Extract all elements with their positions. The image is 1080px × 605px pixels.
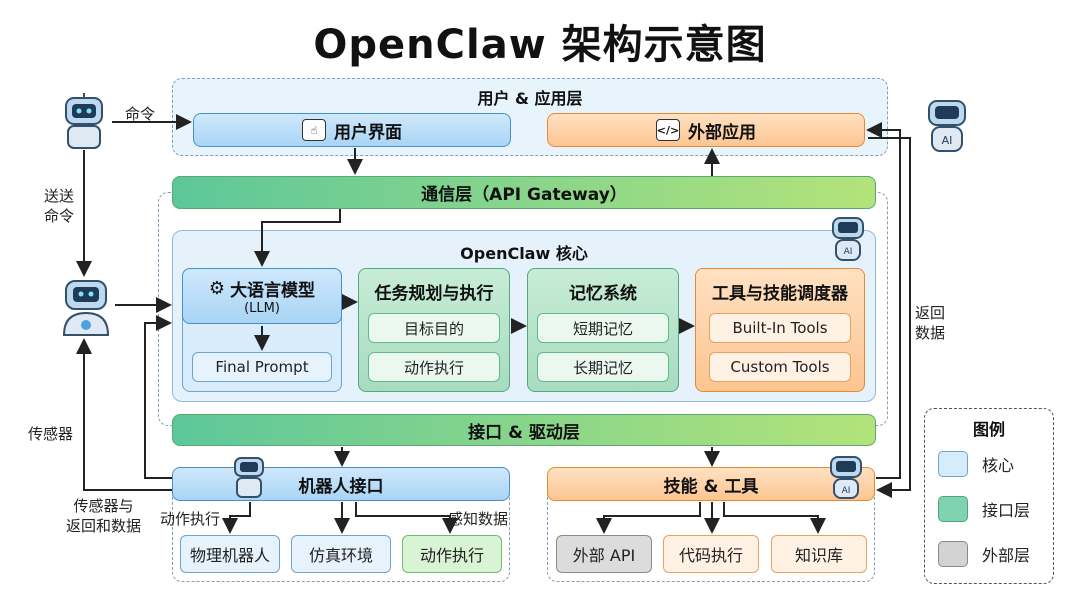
return-data-annotation: 返回 数据: [915, 304, 946, 343]
ai-robot-icon-core: AI: [828, 212, 868, 262]
robot-icon-top-left-svg: [65, 93, 103, 149]
openai-icon: ⚙: [208, 278, 226, 299]
send-command-annotation: 送送 命令: [44, 187, 75, 226]
ai-badge-text-1: AI: [942, 134, 953, 147]
robot-icon-robot-interface: [230, 453, 268, 499]
goal-box[interactable]: 目标目的: [368, 313, 500, 343]
knowledge-base-box[interactable]: 知识库: [771, 535, 867, 573]
legend-swatch-core: [938, 451, 968, 477]
sensors-arrow: [76, 338, 172, 491]
robot-icon-middle-left: [58, 275, 114, 337]
page-title: OpenClaw 架构示意图: [313, 22, 767, 68]
robot-interface-feedback-arrow: [144, 315, 172, 479]
robot-icon-robot-interface-svg: [234, 457, 264, 498]
robot-interface-box[interactable]: 机器人接口: [172, 467, 510, 501]
command-annotation: 命令: [125, 105, 156, 123]
to-physical-robot-arrow: [222, 502, 251, 534]
user-app-layer-label: 用户 & 应用层: [477, 89, 583, 108]
legend-swatch-external: [938, 541, 968, 567]
skills-tools-label: 技能 & 工具: [663, 476, 759, 497]
long-term-memory-box[interactable]: 长期记忆: [537, 352, 669, 382]
comm-to-llm-arrow: [254, 209, 341, 267]
llm-box[interactable]: ⚙ 大语言模型 (LLM): [182, 268, 342, 324]
legend-label-interface: 接口层: [982, 501, 1031, 520]
ai-robot-icon-core-svg: AI: [832, 217, 864, 261]
driver-layer-label: 接口 & 驱动层: [468, 422, 580, 443]
custom-tools-box[interactable]: Custom Tools: [709, 352, 851, 382]
legend-label-external: 外部层: [982, 546, 1031, 565]
memory-title: 记忆系统: [569, 284, 637, 304]
action-exec-box[interactable]: 动作执行: [368, 352, 500, 382]
sense-data-annotation: 感知数据: [448, 510, 509, 528]
legend-title: 图例: [972, 420, 1005, 439]
return-data-arrow: [866, 122, 901, 479]
ai-robot-icon-top-right-svg: AI: [928, 100, 966, 152]
communication-layer-bar: 通信层（API Gateway）: [172, 176, 876, 209]
short-term-memory-box[interactable]: 短期记忆: [537, 313, 669, 343]
sensor-return-annotation: 传感器与 返回和数据: [66, 497, 142, 536]
core-label: OpenClaw 核心: [460, 244, 588, 263]
driver-layer-bar: 接口 & 驱动层: [172, 414, 876, 446]
robot-action-exec-box[interactable]: 动作执行: [402, 535, 502, 573]
llm-title: 大语言模型: [230, 281, 316, 301]
external-app-box[interactable]: </> 外部应用: [547, 113, 865, 147]
user-interface-label: 用户界面: [334, 122, 402, 143]
legend-panel: [924, 408, 1054, 584]
robot-icon-top-left: [58, 92, 110, 150]
action-exec-annotation: 动作执行: [160, 510, 221, 528]
robot-interface-label: 机器人接口: [298, 476, 384, 497]
code-exec-box[interactable]: 代码执行: [663, 535, 759, 573]
external-app-label: 外部应用: [688, 122, 756, 143]
ai-robot-icon-top-right: AI: [922, 93, 972, 153]
to-knowledge-base-arrow: [723, 502, 826, 534]
to-action-exec-arrow: [355, 502, 458, 534]
planning-title: 任务规划与执行: [374, 284, 494, 304]
external-to-skills-arrow: [868, 137, 911, 498]
to-external-api-arrow: [596, 502, 701, 534]
user-interface-box[interactable]: ☝ 用户界面: [193, 113, 511, 147]
communication-layer-label: 通信层（API Gateway）: [421, 185, 627, 205]
legend-swatch-interface: [938, 496, 968, 522]
skills-tools-box[interactable]: 技能 & 工具: [547, 467, 875, 501]
ai-badge-text-3: AI: [842, 486, 851, 496]
llm-subtitle: (LLM): [244, 301, 280, 316]
external-api-box[interactable]: 外部 API: [556, 535, 652, 573]
ai-robot-icon-skills-svg: AI: [830, 456, 862, 499]
simulation-env-box[interactable]: 仿真环境: [291, 535, 391, 573]
legend-label-core: 核心: [982, 456, 1015, 475]
final-prompt-box[interactable]: Final Prompt: [192, 352, 332, 382]
builtin-tools-box[interactable]: Built-In Tools: [709, 313, 851, 343]
tools-scheduler-title: 工具与技能调度器: [712, 284, 848, 304]
cursor-window-icon: ☝: [302, 119, 326, 141]
robot-icon-middle-left-svg: [62, 280, 110, 336]
sensors-annotation: 传感器: [28, 425, 74, 443]
physical-robot-box[interactable]: 物理机器人: [180, 535, 280, 573]
ai-robot-icon-skills: AI: [826, 452, 866, 500]
code-window-icon: </>: [656, 119, 680, 141]
ai-badge-text-2: AI: [844, 247, 853, 257]
